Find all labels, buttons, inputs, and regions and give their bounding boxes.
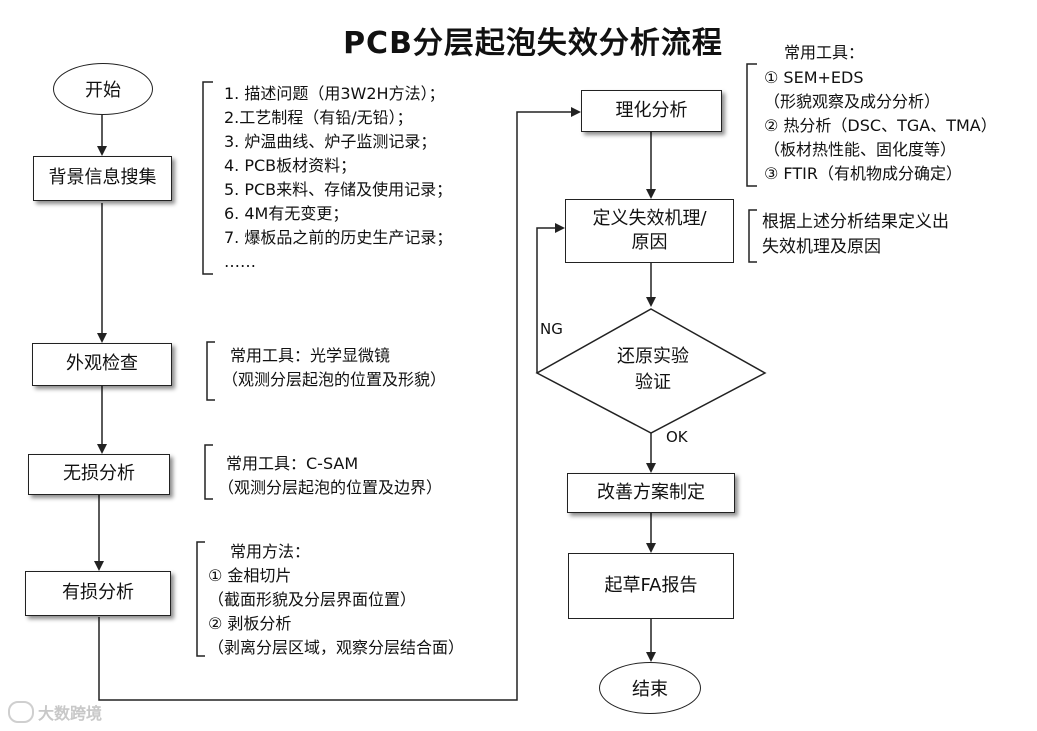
arrow-destructive-to-physchem bbox=[98, 107, 581, 701]
bracket-nondestructive bbox=[204, 444, 213, 500]
define-node: 定义失效机理/ 原因 bbox=[565, 199, 734, 263]
visual-label: 外观检查 bbox=[66, 353, 138, 375]
note-line: 4. PCB板材资料； bbox=[224, 156, 357, 175]
note-line: 常用工具：C-SAM bbox=[226, 454, 359, 473]
end-node: 结束 bbox=[599, 662, 701, 714]
destructive-node: 有损分析 bbox=[25, 571, 171, 616]
background-node: 背景信息搜集 bbox=[33, 156, 172, 201]
note-line: 失效机理及原因 bbox=[762, 237, 881, 257]
start-label: 开始 bbox=[85, 80, 121, 101]
improve-label: 改善方案制定 bbox=[597, 481, 705, 503]
note-line: 常用方法： bbox=[230, 542, 311, 561]
page-title: PCB分层起泡失效分析流程 bbox=[343, 26, 723, 61]
verify-label-line2: 验证 bbox=[635, 372, 671, 393]
nondestructive-label: 无损分析 bbox=[63, 463, 135, 485]
start-node: 开始 bbox=[53, 63, 153, 115]
note-line: 常用工具：光学显微镜 bbox=[230, 346, 391, 365]
note-line: 5. PCB来料、存储及使用记录； bbox=[224, 180, 453, 199]
note-line: 2.工艺制程（有铅/无铅）； bbox=[224, 108, 413, 127]
note-line: （截面形貌及分层界面位置） bbox=[208, 590, 417, 609]
physchem-label: 理化分析 bbox=[615, 99, 688, 121]
note-line: ② 剥板分析 bbox=[208, 614, 292, 633]
improve-node: 改善方案制定 bbox=[567, 473, 735, 513]
define-label-line2: 原因 bbox=[631, 232, 668, 253]
ok-label: OK bbox=[666, 428, 688, 446]
destructive-label: 有损分析 bbox=[62, 582, 134, 604]
physchem-note: ① SEM+EDS （形貌观察及成分分析） ② 热分析（DSC、TGA、TMA）… bbox=[764, 66, 997, 186]
note-line: （形貌观察及成分分析） bbox=[764, 92, 941, 111]
watermark-text: 大数跨境 bbox=[38, 704, 103, 723]
define-label-line1: 定义失效机理/ bbox=[592, 207, 707, 229]
report-label: 起草FA报告 bbox=[604, 574, 698, 596]
verify-decision-diamond bbox=[535, 308, 767, 434]
note-line: （观测分层起泡的位置及边界） bbox=[218, 478, 443, 497]
note-line: 根据上述分析结果定义出 bbox=[762, 212, 949, 232]
nondestructive-node: 无损分析 bbox=[28, 454, 170, 495]
bracket-define bbox=[748, 209, 757, 263]
note-line: （观测分层起泡的位置及形貌） bbox=[222, 370, 447, 389]
note-line: ① 金相切片 bbox=[208, 566, 292, 585]
note-line: 7. 爆板品之前的历史生产记录； bbox=[224, 228, 453, 247]
watermark-logo-icon bbox=[8, 701, 34, 723]
visual-inspection-node: 外观检查 bbox=[32, 343, 172, 386]
note-line: （剥离分层区域，观察分层结合面） bbox=[208, 638, 465, 657]
ng-label: NG bbox=[540, 320, 563, 338]
end-label: 结束 bbox=[632, 679, 668, 700]
bracket-visual bbox=[206, 341, 215, 401]
report-node: 起草FA报告 bbox=[568, 553, 734, 619]
note-line: ② 热分析（DSC、TGA、TMA） bbox=[764, 116, 997, 135]
background-note: 1. 描述问题（用3W2H方法）； 2.工艺制程（有铅/无铅）； 3. 炉温曲线… bbox=[224, 82, 452, 274]
background-label: 背景信息搜集 bbox=[48, 167, 157, 189]
note-line: 1. 描述问题（用3W2H方法）； bbox=[224, 84, 445, 103]
physchem-header: 常用工具： bbox=[784, 43, 865, 62]
verify-label: 还原实验 验证 bbox=[588, 344, 718, 396]
nondestructive-note: 常用工具：C-SAM （观测分层起泡的位置及边界） bbox=[218, 452, 442, 500]
watermark: 大数跨境 bbox=[8, 700, 102, 724]
note-line: 3. 炉温曲线、炉子监测记录； bbox=[224, 132, 437, 151]
note-line: 6. 4M有无变更； bbox=[224, 204, 349, 223]
bracket-physchem bbox=[746, 63, 757, 187]
note-line: ③ FTIR（有机物成分确定） bbox=[764, 164, 962, 183]
physchem-node: 理化分析 bbox=[581, 90, 722, 132]
arrow-verify-ng-to-define bbox=[536, 223, 565, 373]
note-line: …… bbox=[224, 252, 256, 271]
bracket-destructive bbox=[196, 541, 205, 657]
define-note: 根据上述分析结果定义出 失效机理及原因 bbox=[762, 210, 949, 260]
visual-note: 常用工具：光学显微镜 （观测分层起泡的位置及形貌） bbox=[222, 344, 446, 392]
note-line: （板材热性能、固化度等） bbox=[764, 140, 957, 159]
verify-label-line1: 还原实验 bbox=[617, 346, 689, 367]
note-line: ① SEM+EDS bbox=[764, 68, 864, 87]
destructive-note: 常用方法： ① 金相切片 （截面形貌及分层界面位置） ② 剥板分析 （剥离分层区… bbox=[208, 540, 464, 660]
bracket-background bbox=[202, 81, 213, 275]
